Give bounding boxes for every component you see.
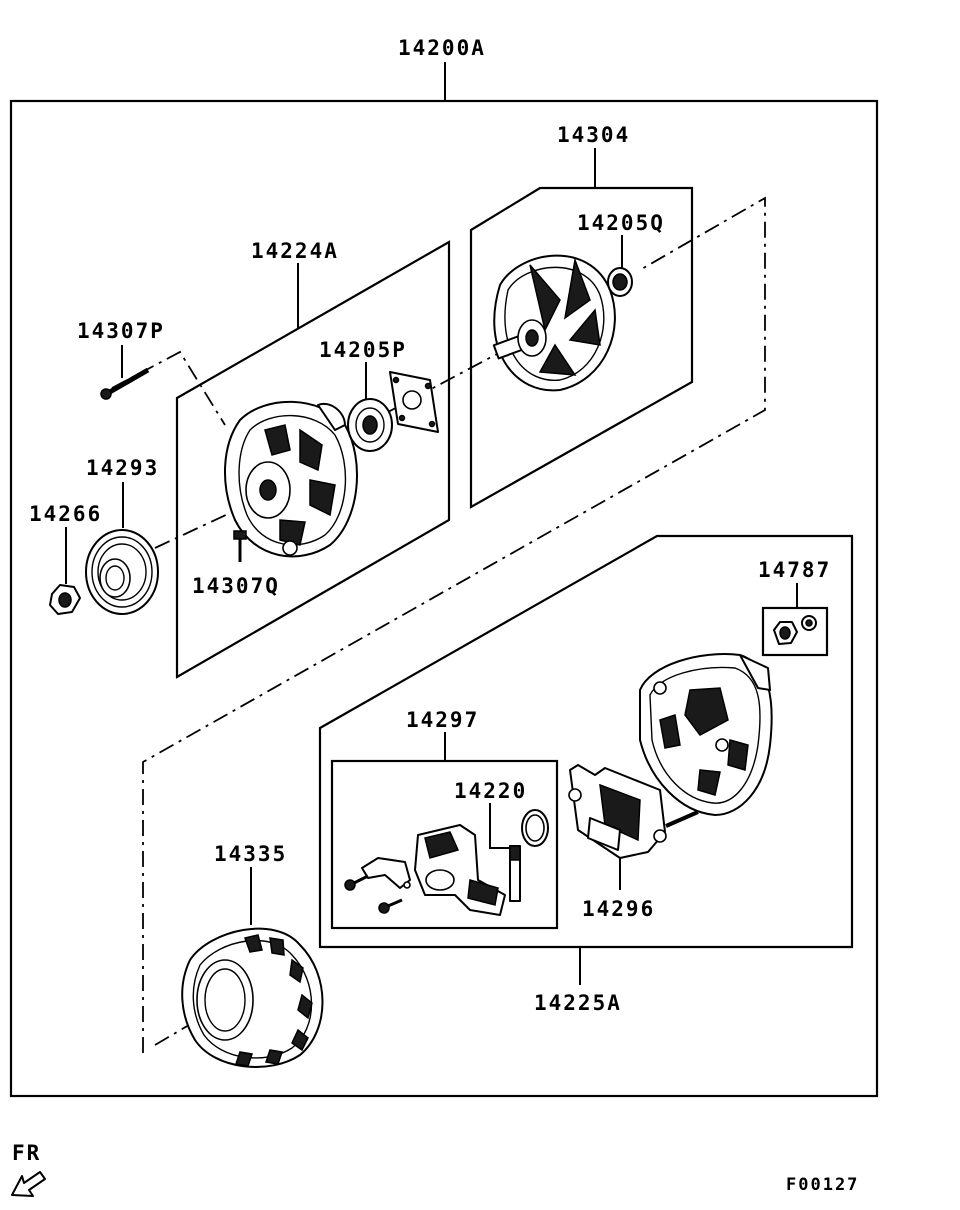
stator-label[interactable]: 14335 bbox=[214, 842, 287, 866]
rear-bracket-frame bbox=[318, 534, 854, 985]
bracket-screw-label[interactable]: 14307Q bbox=[192, 574, 280, 598]
axis-lines bbox=[111, 196, 766, 1053]
stator-part bbox=[181, 867, 324, 1068]
front-bearing-label[interactable]: 14205P bbox=[319, 338, 407, 362]
nut-kit-part bbox=[773, 615, 817, 645]
pulley-nut-label[interactable]: 14266 bbox=[29, 502, 102, 526]
nut-kit-label[interactable]: 14787 bbox=[758, 558, 831, 582]
bearing-plate-part bbox=[389, 371, 439, 433]
front-bracket-part bbox=[223, 400, 358, 558]
rotor-assembly-label[interactable]: 14304 bbox=[557, 123, 630, 147]
rear-bearing-label[interactable]: 14205Q bbox=[577, 211, 665, 235]
through-bolt-part bbox=[100, 345, 150, 400]
nut-kit-frame bbox=[761, 583, 829, 657]
figure-code: F00127 bbox=[786, 1175, 859, 1195]
front-direction-arrow-icon bbox=[11, 1171, 46, 1197]
brush-label[interactable]: 14220 bbox=[454, 779, 527, 803]
rotor-part bbox=[492, 254, 616, 392]
brush-holder-frame bbox=[330, 732, 559, 930]
bracket-screw-part bbox=[233, 530, 247, 562]
regulator-part bbox=[568, 764, 699, 890]
regulator-label[interactable]: 14296 bbox=[582, 897, 655, 921]
rotor-group-frame bbox=[469, 148, 694, 509]
pulley-part bbox=[85, 482, 159, 615]
brush-holder-part bbox=[344, 824, 506, 916]
pulley-nut-part bbox=[49, 527, 81, 615]
brush-part bbox=[489, 803, 549, 902]
pulley-label[interactable]: 14293 bbox=[86, 456, 159, 480]
rear-bracket-part bbox=[639, 653, 773, 816]
assembly-label[interactable]: 14200A bbox=[398, 36, 486, 60]
rear-bearing-part bbox=[607, 235, 633, 297]
rear-bracket-label[interactable]: 14225A bbox=[534, 991, 622, 1015]
direction-label: FR bbox=[12, 1141, 41, 1165]
brush-holder-label[interactable]: 14297 bbox=[406, 708, 479, 732]
front-bearing-part bbox=[347, 362, 393, 452]
front-bracket-label[interactable]: 14224A bbox=[251, 239, 339, 263]
through-bolt-label[interactable]: 14307P bbox=[77, 319, 165, 343]
front-bracket-frame bbox=[175, 240, 451, 679]
assembly-frame bbox=[9, 62, 879, 1098]
